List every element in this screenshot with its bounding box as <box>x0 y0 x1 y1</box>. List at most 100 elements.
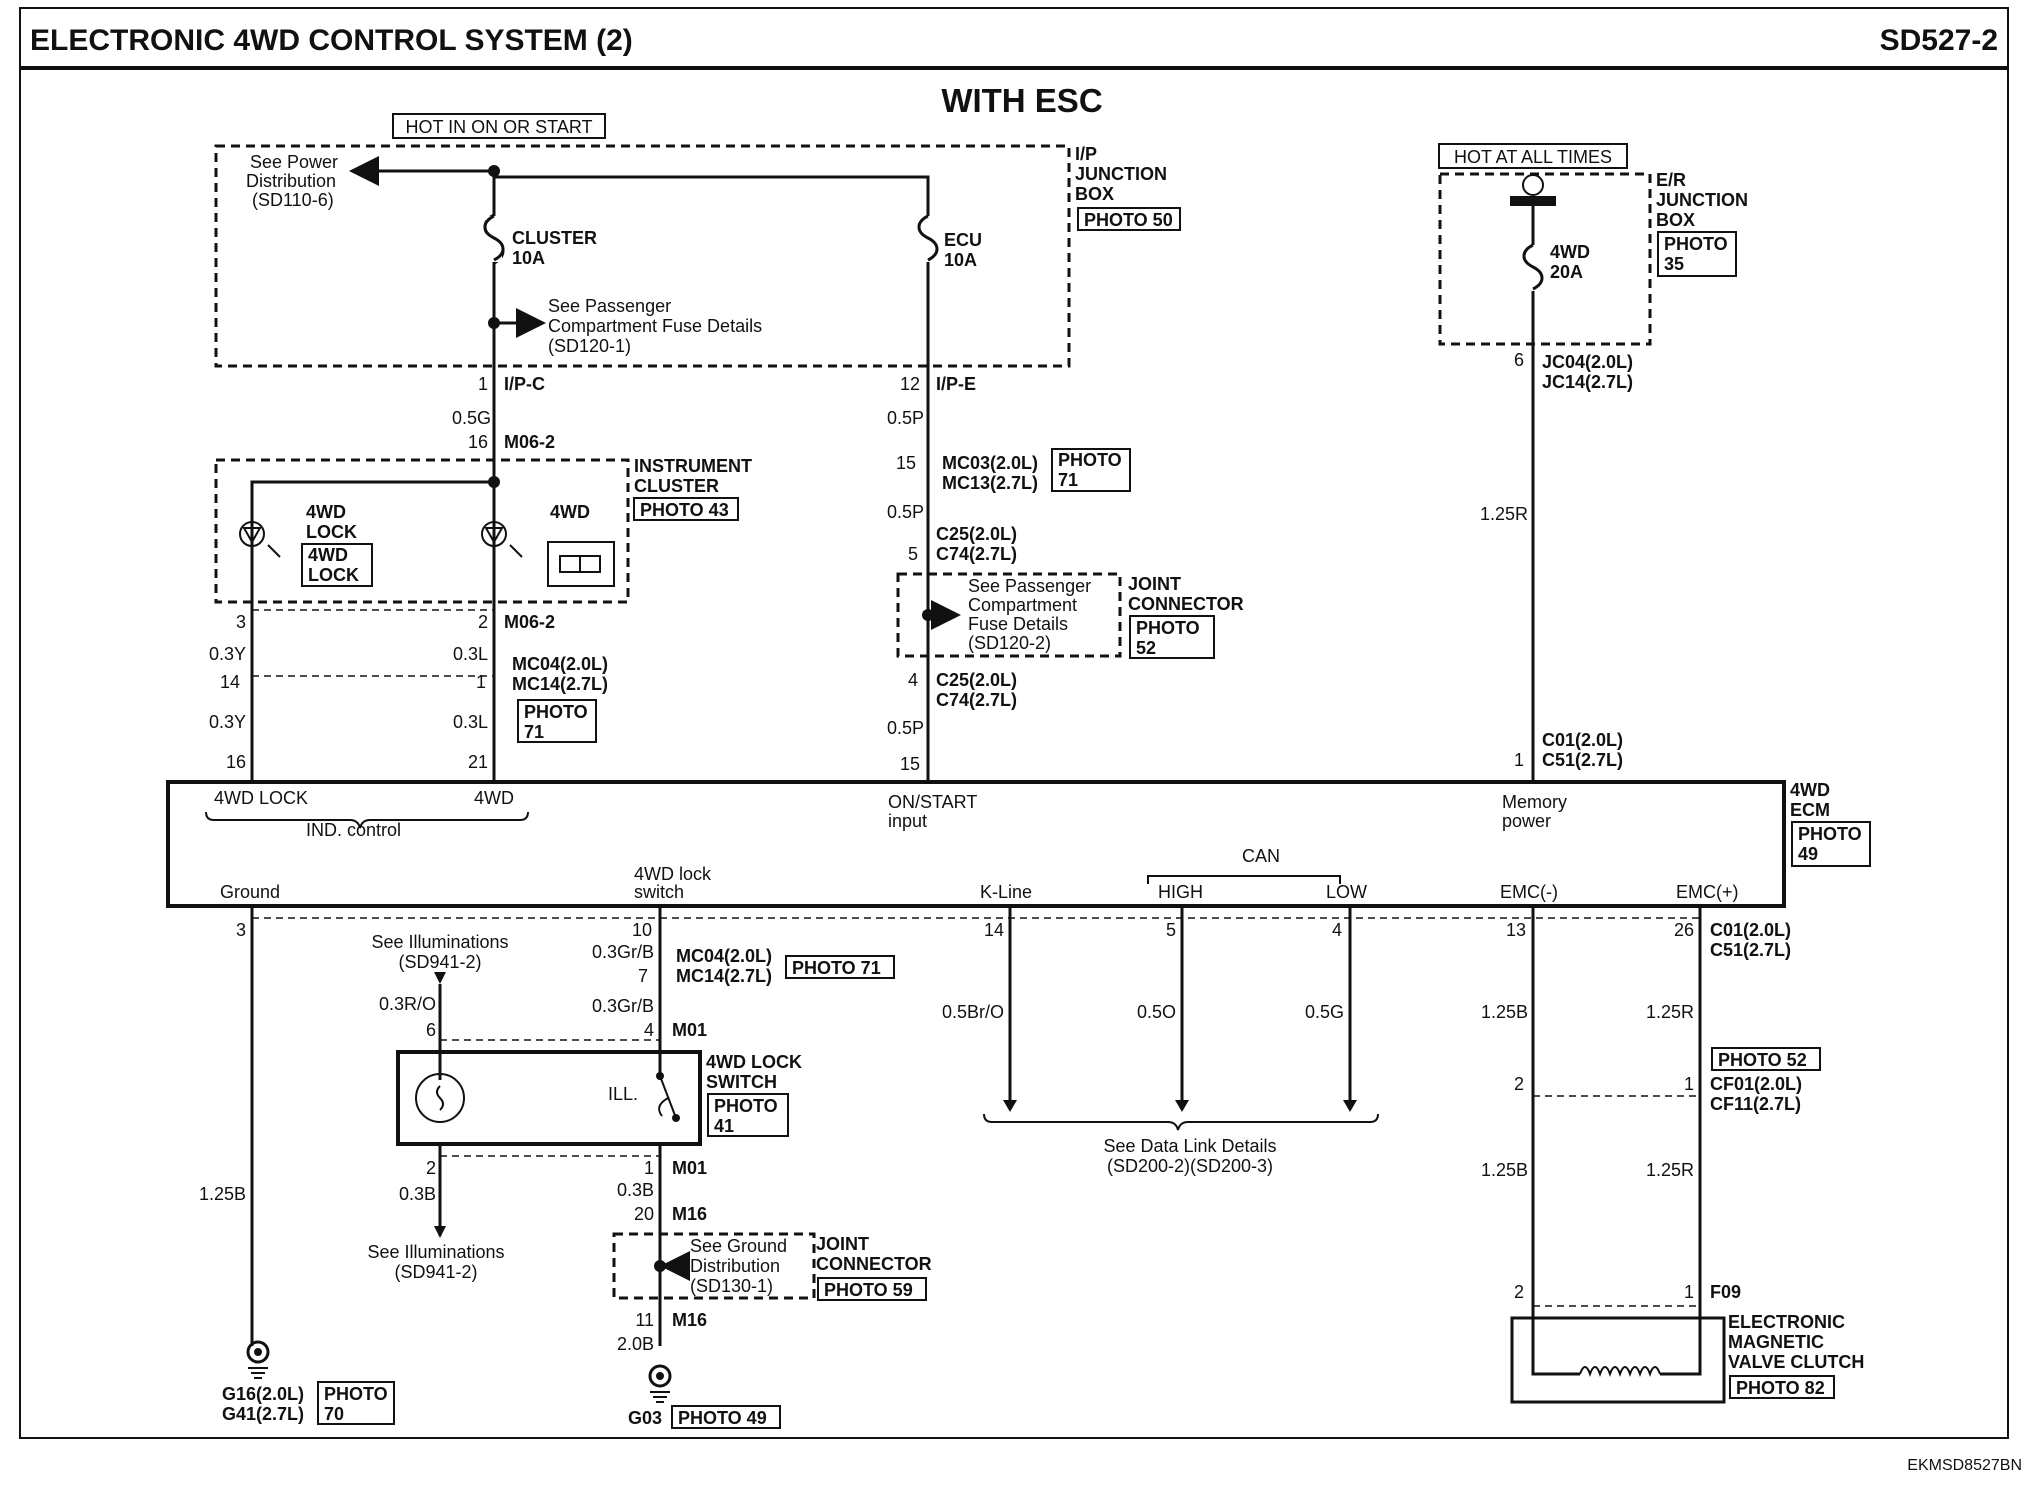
svg-text:41: 41 <box>714 1116 734 1136</box>
svg-text:70: 70 <box>324 1404 344 1424</box>
svg-text:15: 15 <box>900 754 920 774</box>
er-jb-label-2: JUNCTION <box>1656 190 1748 210</box>
fwd-fuse-label: 4WD <box>1550 242 1590 262</box>
svg-text:CF11(2.7L): CF11(2.7L) <box>1710 1094 1801 1114</box>
svg-text:4: 4 <box>1332 920 1342 940</box>
svg-text:4WD: 4WD <box>308 545 348 565</box>
svg-text:0.3Gr/B: 0.3Gr/B <box>592 942 654 962</box>
svg-text:0.5P: 0.5P <box>887 718 924 738</box>
svg-text:MC03(2.0L): MC03(2.0L) <box>942 453 1038 473</box>
fwd-ecm: 4WD LOCK 4WD IND. control ON/START input… <box>166 780 1871 908</box>
svg-text:13: 13 <box>1506 920 1526 940</box>
svg-text:1: 1 <box>1684 1282 1694 1302</box>
svg-text:0.5P: 0.5P <box>887 502 924 522</box>
ecm-lower-connector: 3 10 14 5 4 13 26 C01(2.0L) C51(2.7L) <box>236 917 1791 960</box>
svg-text:52: 52 <box>1136 638 1156 658</box>
svg-text:12: 12 <box>900 374 920 394</box>
svg-text:See Data Link Details: See Data Link Details <box>1103 1136 1276 1156</box>
svg-text:M01: M01 <box>672 1158 707 1178</box>
fwd-lock-switch: 0.3Gr/B 7 MC04(2.0L) MC14(2.7L) PHOTO 71… <box>367 906 895 1346</box>
pass-fuse-text-2: Compartment Fuse Details <box>548 316 762 336</box>
footer-code: EKMSD8527BN <box>1907 1457 2022 1474</box>
see-power-text-2: Distribution <box>246 171 336 191</box>
er-jb-label-3: BOX <box>1656 210 1695 230</box>
svg-text:MC04(2.0L): MC04(2.0L) <box>512 654 608 674</box>
svg-text:PHOTO 49: PHOTO 49 <box>678 1408 767 1428</box>
svg-text:0.3B: 0.3B <box>399 1184 436 1204</box>
svg-text:0.5G: 0.5G <box>1305 1002 1344 1022</box>
ecu-fuse-label: ECU <box>944 230 982 250</box>
pass-fuse-text: See Passenger <box>548 296 671 316</box>
svg-text:ECM: ECM <box>1790 800 1830 820</box>
svg-text:21: 21 <box>468 752 488 772</box>
svg-text:1.25R: 1.25R <box>1646 1002 1694 1022</box>
joint-connector-1: See Passenger Compartment Fuse Details (… <box>896 572 1244 659</box>
svg-text:PHOTO: PHOTO <box>1136 618 1200 638</box>
svg-text:CAN: CAN <box>1242 846 1280 866</box>
svg-text:LOCK: LOCK <box>308 565 359 585</box>
svg-text:C51(2.7L): C51(2.7L) <box>1710 940 1791 960</box>
svg-text:4: 4 <box>908 670 918 690</box>
svg-text:2.0B: 2.0B <box>617 1334 654 1354</box>
svg-text:0.3Y: 0.3Y <box>209 644 246 664</box>
svg-text:5: 5 <box>1166 920 1176 940</box>
cluster-ecm-wiring: 3 2 M06-2 0.3Y 0.3L 14 1 MC04(2.0L) MC14… <box>209 609 608 772</box>
er-jb-photo: PHOTO <box>1664 234 1728 254</box>
hot-in-on-start-label: HOT IN ON OR START <box>405 117 592 137</box>
svg-text:CONNECTOR: CONNECTOR <box>816 1254 932 1274</box>
svg-text:JOINT: JOINT <box>1128 574 1181 594</box>
svg-text:6: 6 <box>426 1020 436 1040</box>
svg-text:MAGNETIC: MAGNETIC <box>1728 1332 1824 1352</box>
diagram-title: ELECTRONIC 4WD CONTROL SYSTEM (2) <box>30 24 633 57</box>
svg-text:0.5Br/O: 0.5Br/O <box>942 1002 1004 1022</box>
er-jb-photo-num: 35 <box>1664 254 1684 274</box>
svg-text:PHOTO: PHOTO <box>524 702 588 722</box>
svg-text:CLUSTER: CLUSTER <box>634 476 719 496</box>
cluster-fuse-amp: 10A <box>512 248 545 268</box>
svg-text:VALVE CLUTCH: VALVE CLUTCH <box>1728 1352 1864 1372</box>
see-power-ref: (SD110-6) <box>252 190 334 210</box>
svg-text:4: 4 <box>644 1020 654 1040</box>
svg-text:PHOTO 82: PHOTO 82 <box>1736 1378 1825 1398</box>
svg-text:(SD941-2): (SD941-2) <box>394 1262 477 1282</box>
svg-text:See Passenger: See Passenger <box>968 576 1091 596</box>
svg-text:1: 1 <box>1514 750 1524 770</box>
svg-text:I/P-E: I/P-E <box>936 374 976 394</box>
svg-text:SWITCH: SWITCH <box>706 1072 777 1092</box>
svg-text:C01(2.0L): C01(2.0L) <box>1542 730 1623 750</box>
pass-fuse-ref: (SD120-1) <box>548 336 631 356</box>
svg-text:1.25B: 1.25B <box>1481 1160 1528 1180</box>
svg-text:Fuse Details: Fuse Details <box>968 614 1068 634</box>
svg-text:HIGH: HIGH <box>1158 882 1203 902</box>
svg-text:See Illuminations: See Illuminations <box>371 932 508 952</box>
svg-text:INSTRUMENT: INSTRUMENT <box>634 456 752 476</box>
svg-text:C25(2.0L): C25(2.0L) <box>936 524 1017 544</box>
svg-text:F09: F09 <box>1710 1282 1741 1302</box>
svg-text:CF01(2.0L): CF01(2.0L) <box>1710 1074 1802 1094</box>
svg-text:1.25B: 1.25B <box>1481 1002 1528 1022</box>
svg-text:4WD lock: 4WD lock <box>634 864 712 884</box>
svg-text:4WD: 4WD <box>474 788 514 808</box>
svg-text:LOCK: LOCK <box>306 522 357 542</box>
see-power-text: See Power <box>250 152 338 172</box>
svg-text:11: 11 <box>635 1310 654 1330</box>
ip-jb-photo: PHOTO 50 <box>1084 210 1173 230</box>
svg-text:0.5O: 0.5O <box>1137 1002 1176 1022</box>
svg-text:4WD: 4WD <box>306 502 346 522</box>
ip-jb-label-2: JUNCTION <box>1075 164 1167 184</box>
svg-text:PHOTO: PHOTO <box>714 1096 778 1116</box>
svg-text:C74(2.7L): C74(2.7L) <box>936 544 1017 564</box>
svg-text:2: 2 <box>1514 1074 1524 1094</box>
svg-text:0.5P: 0.5P <box>887 408 924 428</box>
ip-jb-label: I/P <box>1075 144 1097 164</box>
svg-text:M01: M01 <box>672 1020 707 1040</box>
svg-text:PHOTO: PHOTO <box>1058 450 1122 470</box>
svg-text:MC13(2.7L): MC13(2.7L) <box>942 473 1038 493</box>
svg-text:14: 14 <box>984 920 1004 940</box>
svg-text:(SD120-2): (SD120-2) <box>968 633 1051 653</box>
svg-text:PHOTO: PHOTO <box>1798 824 1862 844</box>
svg-text:EMC(-): EMC(-) <box>1500 882 1558 902</box>
svg-text:0.3R/O: 0.3R/O <box>379 994 436 1014</box>
svg-text:0.3L: 0.3L <box>453 712 488 732</box>
svg-text:(SD941-2): (SD941-2) <box>398 952 481 972</box>
